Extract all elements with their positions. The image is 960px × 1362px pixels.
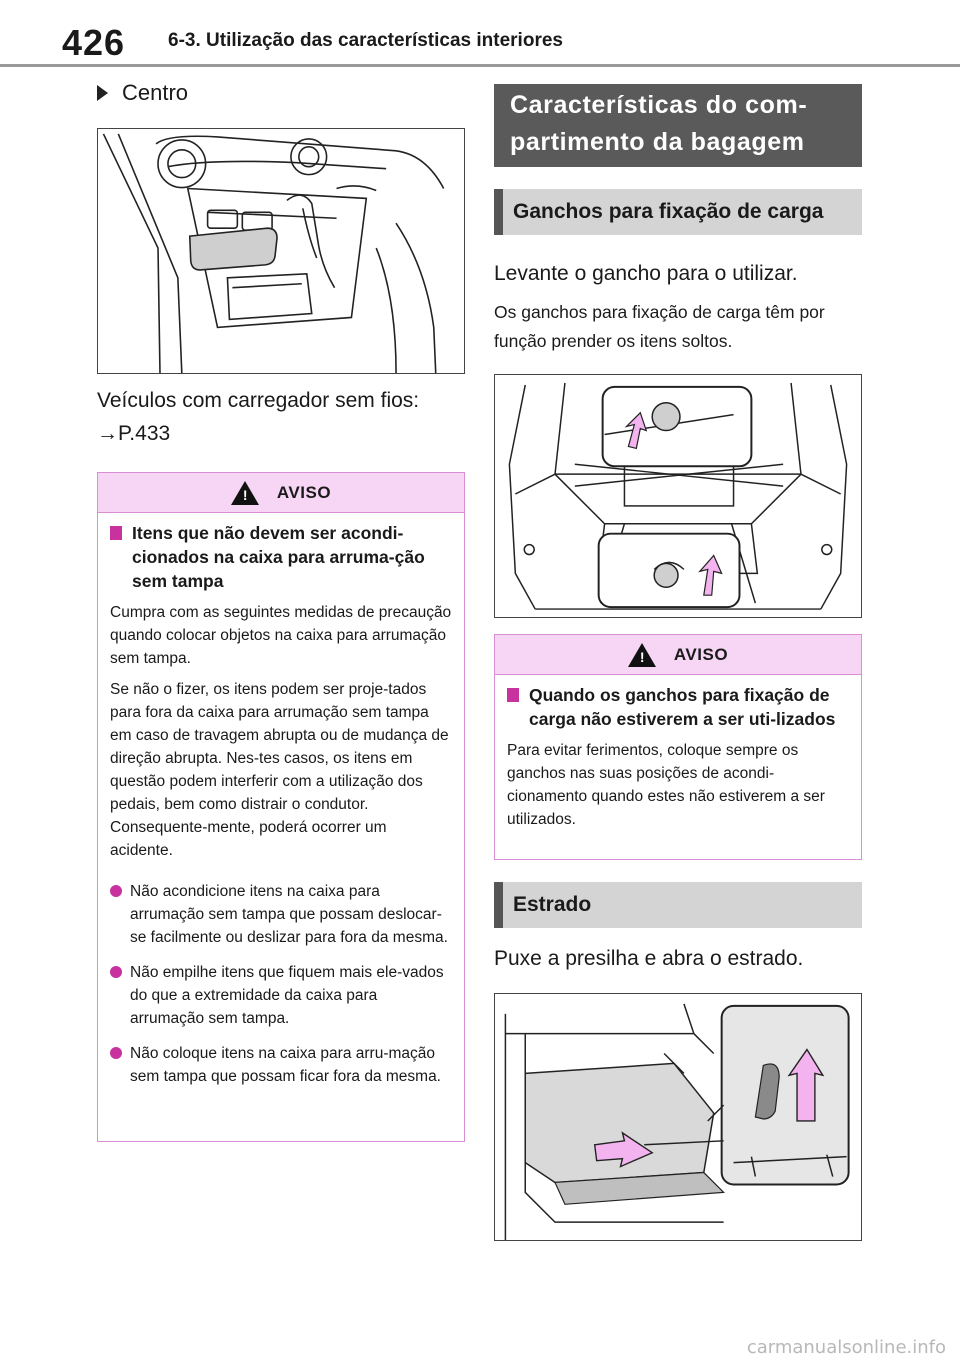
deck-instruction: Puxe a presilha e abra o estrado. [494, 947, 804, 970]
warning-item-title: Itens que não devem ser acondi-cionados … [110, 521, 452, 593]
subheading-centro: Centro [97, 78, 465, 108]
deck-board-figure [494, 993, 862, 1241]
cargo-hooks-illustration-icon [508, 382, 848, 610]
bullet-text: Não acondicione itens na caixa para arru… [130, 883, 448, 946]
warning-body: Itens que não devem ser acondi-cionados … [98, 521, 464, 1100]
wireless-charger-text: Veículos com carregador sem fios: [97, 389, 420, 412]
subsection-heading-hooks: Ganchos para fixação de carga [494, 189, 862, 235]
page-header: 426 6-3. Utilização das características … [0, 0, 960, 70]
warning-header: ! AVISO [495, 635, 861, 675]
warning-bullet: Não coloque itens na caixa para arru-maç… [110, 1042, 452, 1088]
warning-triangle-icon: ! [230, 480, 259, 505]
main-section-heading: Características do com-partimento da bag… [494, 84, 862, 167]
cargo-hooks-figure [494, 374, 862, 618]
center-console-figure [97, 128, 465, 374]
circle-bullet-icon [110, 1047, 122, 1059]
warning-triangle-icon: ! [627, 642, 656, 667]
deck-board-illustration-icon [504, 1003, 850, 1240]
warning-paragraph: Para evitar ferimentos, coloque sempre o… [507, 742, 825, 828]
warning-title-text: Itens que não devem ser acondi-cionados … [132, 523, 425, 591]
hooks-instruction: Levante o gancho para o utilizar. [494, 262, 798, 285]
warning-header: ! AVISO [98, 473, 464, 513]
right-column: Características do com-partimento da bag… [494, 84, 862, 1241]
header-divider [0, 64, 960, 67]
warning-label: AVISO [673, 644, 729, 664]
circle-bullet-icon [110, 885, 122, 897]
square-marker-icon [110, 526, 122, 540]
warning-label: AVISO [276, 482, 332, 502]
subsection-heading-deck: Estrado [494, 882, 862, 928]
left-column: Centro [97, 78, 465, 1142]
subheading-text: Centro [122, 80, 189, 105]
warning-item-title: Quando os ganchos para fixação de carga … [507, 683, 849, 731]
circle-bullet-icon [110, 966, 122, 978]
warning-bullet: Não empilhe itens que fiquem mais ele-va… [110, 961, 452, 1030]
warning-body: Quando os ganchos para fixação de carga … [495, 683, 861, 843]
bullet-text: Não empilhe itens que fiquem mais ele-va… [130, 964, 444, 1027]
center-console-illustration-icon [102, 133, 445, 373]
warning-bullet: Não acondicione itens na caixa para arru… [110, 880, 452, 949]
warning-title-text: Quando os ganchos para fixação de carga … [529, 685, 836, 729]
bullet-text: Não coloque itens na caixa para arru-maç… [130, 1045, 441, 1085]
hooks-description: Os ganchos para fixação de carga têm por… [494, 302, 825, 351]
page-reference-link[interactable]: →P.433 [97, 422, 171, 445]
section-title: 6-3. Utilização das características inte… [168, 30, 563, 51]
square-marker-icon [507, 688, 519, 702]
triangle-bullet-icon [97, 85, 108, 101]
warning-paragraph: Se não o fizer, os itens podem ser proje… [110, 681, 449, 859]
footer-watermark: carmanualsonline.info [746, 1337, 946, 1358]
page-number: 426 [62, 22, 126, 63]
warning-box-hooks: ! AVISO Quando os ganchos para fixação d… [494, 634, 862, 860]
warning-box-storage: ! AVISO Itens que não devem ser acondi-c… [97, 472, 465, 1142]
warning-paragraph: Cumpra com as seguintes medidas de preca… [110, 604, 452, 667]
